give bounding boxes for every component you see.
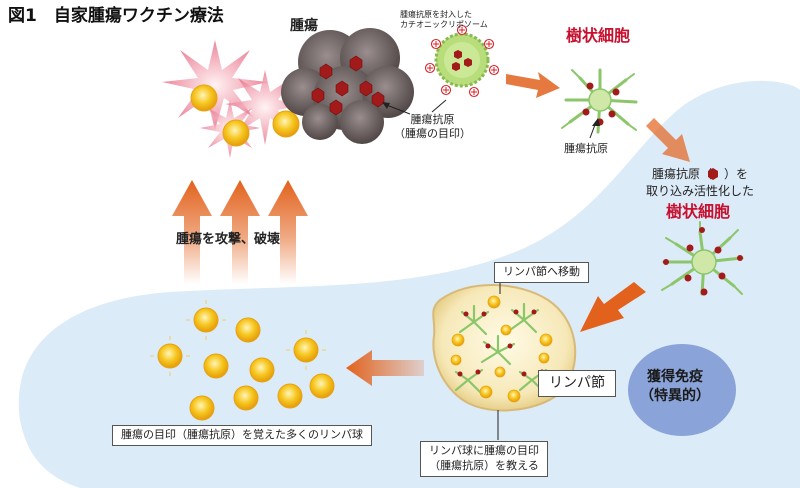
- lymphocyte-icon: [235, 317, 261, 343]
- tumor-antigen-label-line1: 腫瘍抗原: [410, 113, 455, 126]
- teach-lymphocytes-box: リンパ球に腫瘍の目印 （腫瘍抗原）を教える: [420, 441, 548, 477]
- liposome-label-line1: 腫瘍抗原を封入した: [400, 10, 472, 19]
- lymphocyte-icon: [309, 373, 335, 399]
- immunity-line2: （特異的）: [640, 387, 710, 404]
- memory-lymphocytes-box: 腫瘍の目印（腫瘍抗原）を覚えた多くのリンパ球: [112, 425, 372, 446]
- figure-title: 図1 自家腫瘍ワクチン療法: [8, 6, 224, 26]
- tumor-antigen-icon: [708, 168, 718, 180]
- up-arrow-2: [220, 180, 260, 284]
- tumor-label: 腫瘍: [290, 18, 318, 34]
- lymphocyte-icon: [293, 337, 319, 363]
- lymphocyte-icon: [203, 353, 229, 379]
- activated-caption-line2: 取り込み活性化した: [646, 183, 755, 198]
- tumor-antigen-label-line2: （腫瘍の目印）: [394, 127, 471, 141]
- lymphocyte-icon: [193, 307, 219, 333]
- tumor-antigen-icon: [329, 99, 343, 116]
- lymph-node-label: リンパ節: [538, 370, 616, 397]
- acquired-immunity-label: 獲得免疫 （特異的）: [640, 368, 710, 406]
- dc-antigen-label: 腫瘍抗原: [564, 142, 608, 155]
- activated-dc-label: 樹状細胞: [666, 202, 731, 221]
- lymphocyte-icon: [190, 84, 218, 112]
- up-arrow-1: [172, 180, 212, 284]
- teach-line2: （腫瘍抗原）を教える: [429, 458, 539, 472]
- lymphocyte-icon: [272, 110, 300, 138]
- memory-lymphocytes: [157, 307, 335, 421]
- liposome-label-line2: カチオニックリポソーム: [400, 20, 488, 30]
- tumor-antigen-label: 腫瘍抗原 （腫瘍の目印）: [394, 113, 471, 142]
- lymphocyte-icon: [249, 357, 275, 383]
- tumor-antigen-icon: [311, 87, 325, 104]
- tumor-antigen-icon: [349, 55, 363, 72]
- lymphocyte-icon: [222, 119, 250, 147]
- dendritic-cell-label: 樹状細胞: [566, 26, 631, 45]
- tumor-antigen-icon: [359, 80, 373, 97]
- arrow-lymph-to-memory: [346, 350, 424, 386]
- cationic-liposome: [424, 24, 500, 113]
- attack-label: 腫瘍を攻撃、破壊: [176, 232, 281, 247]
- tumor-antigen-icon: [319, 63, 333, 80]
- acquired-immunity-badge: [628, 344, 736, 436]
- liposome-label: 腫瘍抗原を封入した カチオニックリポソーム: [400, 10, 488, 31]
- teach-line1: リンパ球に腫瘍の目印: [429, 444, 539, 457]
- tumor-mass: [281, 28, 414, 144]
- immunity-line1: 獲得免疫: [647, 369, 703, 385]
- attack-arrows: [172, 180, 308, 284]
- lymphocyte-icon: [189, 395, 215, 421]
- activated-caption-line1: 腫瘍抗原（ ）を: [652, 167, 749, 181]
- activated-dc-caption: 腫瘍抗原（ ）を 取り込み活性化した: [646, 166, 754, 200]
- lymphocyte-icon: [277, 383, 303, 409]
- lymphocyte-icon: [157, 343, 183, 369]
- tumor-antigen-icon: [335, 80, 349, 97]
- arrow-liposome-to-dc: [506, 72, 560, 98]
- lymphocyte-icon: [233, 385, 259, 411]
- arrow-dc-to-activation: [646, 118, 690, 162]
- arrow-dc-to-lymph-node: [580, 282, 646, 332]
- up-arrow-3: [268, 180, 308, 284]
- attacking-lymphocytes: [190, 84, 300, 147]
- move-to-lymph-box: リンパ節へ移動: [494, 262, 589, 283]
